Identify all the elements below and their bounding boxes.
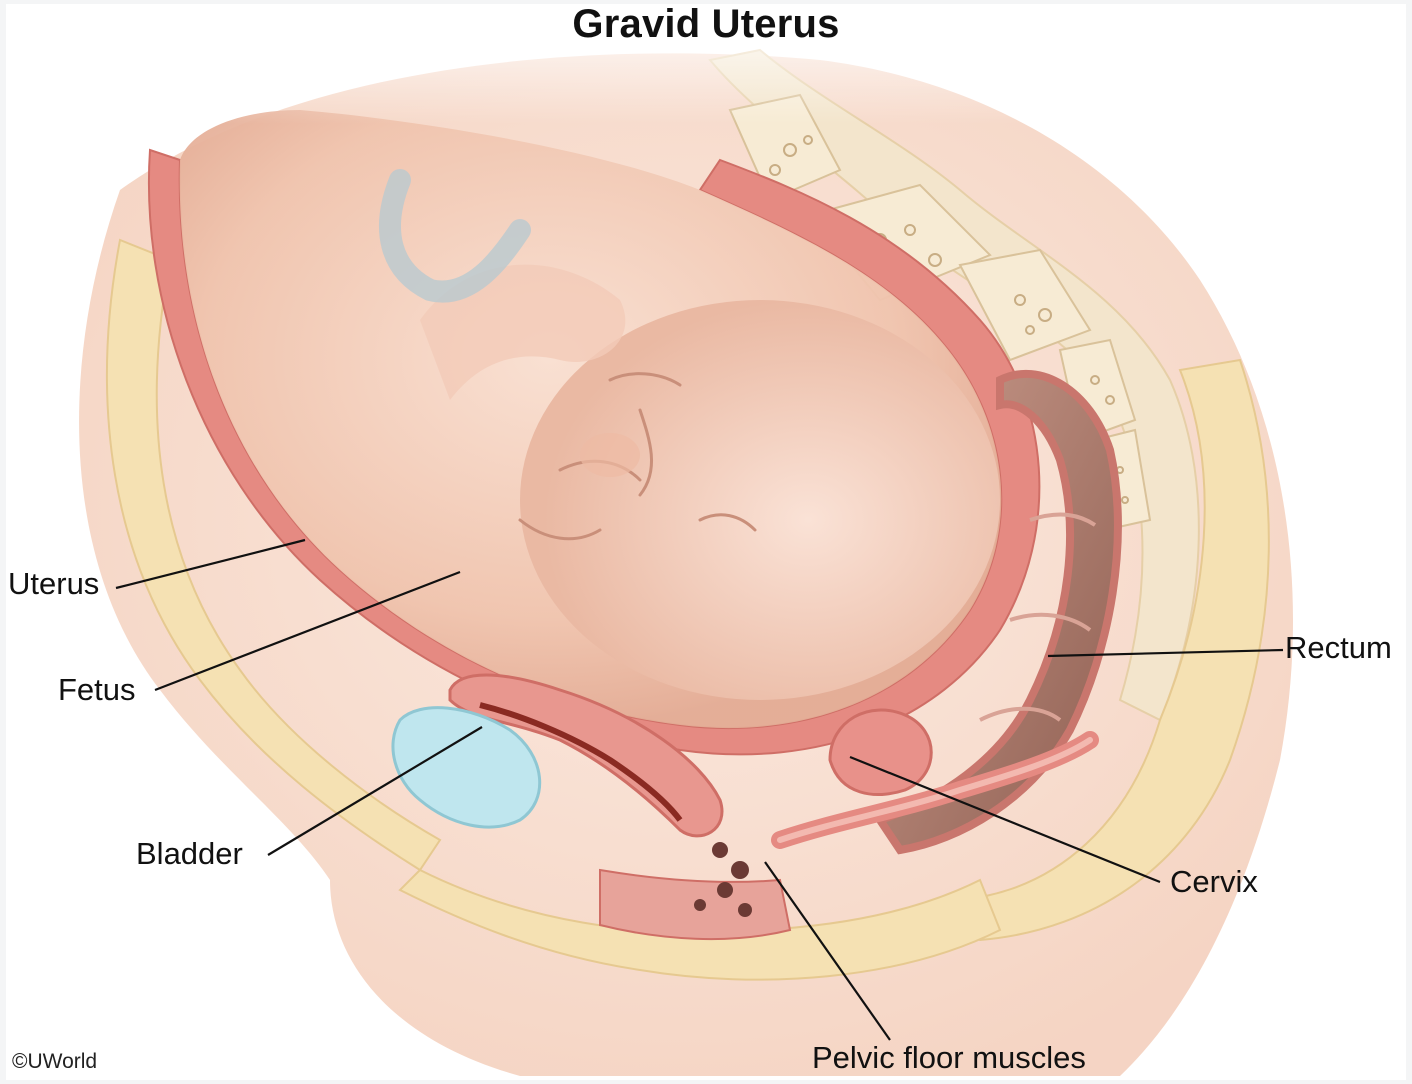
pelvic-floor-leader-line bbox=[764, 861, 891, 1041]
fetus-shoulder bbox=[420, 264, 626, 400]
vertebrae bbox=[728, 93, 1152, 532]
bladder bbox=[391, 706, 542, 829]
posterior-tissue-band bbox=[958, 358, 1270, 942]
copyright-credit: ©UWorld bbox=[12, 1050, 98, 1073]
label-uterus: Uterus bbox=[8, 566, 100, 601]
rectum-folds bbox=[979, 512, 1097, 722]
fetus-nose bbox=[580, 433, 640, 477]
vaginal-rugae bbox=[479, 702, 683, 822]
uterus-leader-line bbox=[115, 538, 306, 590]
diagram-title: Gravid Uterus bbox=[572, 2, 840, 46]
label-fetus: Fetus bbox=[58, 672, 136, 707]
cervix bbox=[828, 708, 933, 797]
leader-lines bbox=[115, 538, 1284, 1041]
label-cervix: Cervix bbox=[1170, 864, 1258, 899]
fetus-face bbox=[518, 372, 757, 541]
label-bladder: Bladder bbox=[136, 836, 243, 871]
rectum bbox=[873, 369, 1122, 855]
umbilical-cord bbox=[379, 169, 531, 303]
cervix-leader-line bbox=[849, 755, 1161, 884]
fetus-leader-line bbox=[154, 570, 461, 692]
rectum-leader-line bbox=[1047, 648, 1284, 658]
fetus-head bbox=[520, 300, 1000, 700]
label-pelvic-floor-muscles: Pelvic floor muscles bbox=[812, 1040, 1086, 1075]
bladder-leader-line bbox=[267, 726, 483, 856]
muscle-bundles bbox=[694, 842, 752, 917]
label-rectum: Rectum bbox=[1285, 630, 1392, 665]
